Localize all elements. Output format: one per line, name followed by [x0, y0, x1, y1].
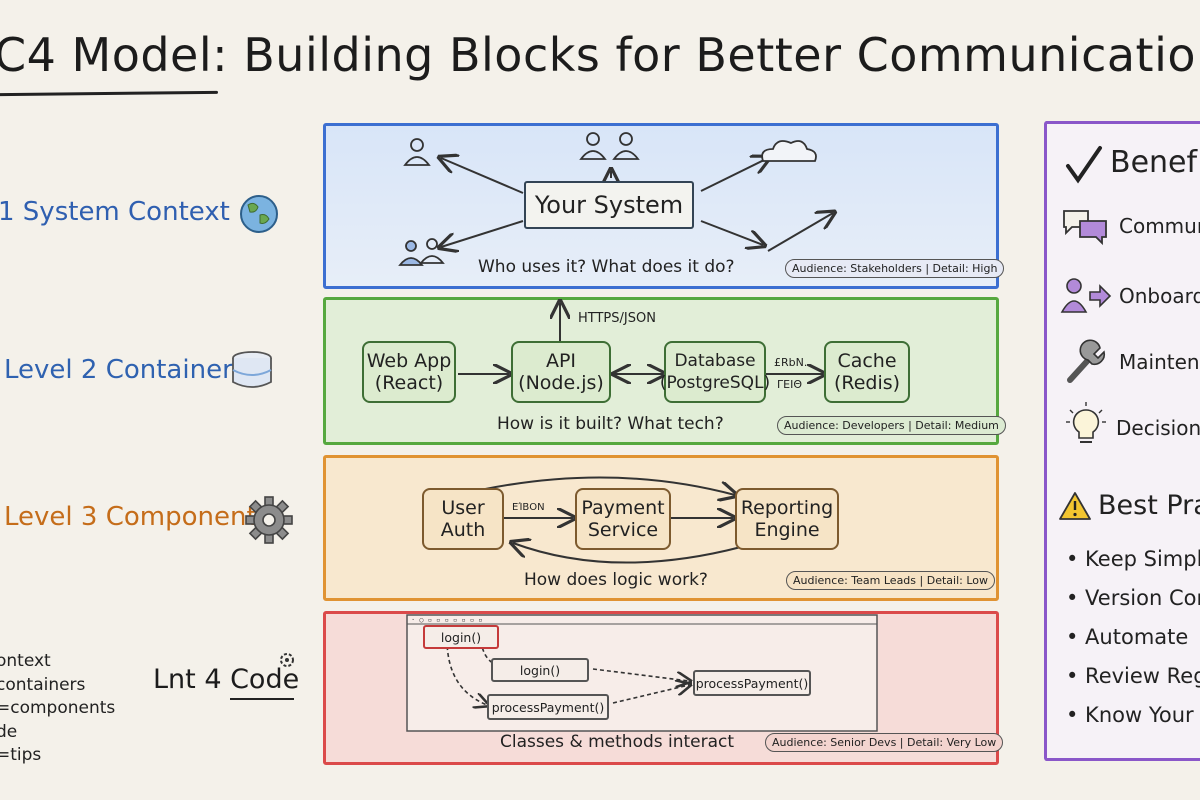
node-line: Engine [754, 519, 820, 541]
panel2-audience-badge: Audience: Developers | Detail: Medium [777, 416, 1006, 435]
node-line: (PostgreSQL) [659, 373, 771, 393]
panel1-question: Who uses it? What does it do? [478, 257, 735, 277]
node-line: (Node.js) [518, 372, 604, 394]
best-practice-item: • Keep Simple [1066, 547, 1200, 571]
small-gear-icon [280, 653, 294, 667]
level-3-label: Level 3 Component [4, 502, 257, 532]
title-underline [0, 90, 219, 97]
node-line: Service [587, 519, 659, 541]
benefit-communication: Commun [1119, 214, 1200, 238]
web-app-node: Web App(React) [362, 341, 456, 403]
panel1-audience-badge: Audience: Stakeholders | Detail: High [785, 259, 1005, 278]
edge-label-top: £RbΝ. [774, 356, 808, 369]
best-practice-item: • Automate [1066, 625, 1189, 649]
cache-node: Cache(Redis) [824, 341, 910, 403]
gear-icon [245, 496, 293, 544]
legend-item: ontext [0, 651, 51, 671]
database-node: Database(PostgreSQL) [660, 341, 770, 403]
legend-item: =tips [0, 745, 42, 765]
legend-item: containers [0, 674, 86, 695]
benefits-heading: Benef [1110, 145, 1198, 180]
context-arrows [398, 132, 999, 266]
level-4-underline [230, 698, 294, 700]
node-line: Web App [366, 350, 452, 372]
node-line: User [441, 497, 485, 519]
legend-item: de [0, 721, 18, 742]
level-1-label: 1 System Context [0, 197, 230, 227]
node-line: Database [674, 351, 756, 371]
level-4-label: Lnt 4 Code [153, 664, 300, 695]
node-line: (Redis) [833, 372, 901, 394]
benefit-onboarding: Onboard [1119, 284, 1200, 308]
database-icon [232, 351, 272, 388]
best-practice-item: • Review Regu [1066, 664, 1200, 688]
page-title: C4 Model: Building Blocks for Better Com… [0, 28, 1200, 82]
login-method-box: login() [423, 625, 499, 649]
legend-item: =components [0, 698, 116, 718]
benefit-decision: Decision [1116, 416, 1200, 440]
code-window-titlebar: · ○ ▫ ▫ ▫ ▫ ▫ ▫ ▫ [411, 616, 483, 624]
node-line: (React) [374, 372, 444, 394]
warning-icon [1059, 492, 1091, 520]
globe-icon [240, 195, 278, 233]
component-edge-label: ΕΊΒΟΝ [512, 502, 545, 513]
user-arrow-icon [1060, 278, 1112, 313]
node-line: Auth [440, 519, 486, 541]
legend: ontext containers =components de =tips [0, 650, 115, 768]
panel4-question: Classes & methods interact [500, 732, 735, 752]
lightbulb-icon [1066, 402, 1106, 443]
process-payment-method-box: processPayment() [487, 694, 609, 720]
wrench-icon [1067, 339, 1106, 383]
api-node: API(Node.js) [511, 341, 611, 403]
node-line: Reporting [740, 497, 834, 519]
level-2-label: Level 2 Container [4, 355, 233, 385]
best-practices-heading: Best Pra [1098, 490, 1200, 521]
benefit-maintenance: Mainten [1119, 350, 1200, 374]
checkmark-icon [1066, 146, 1102, 184]
process-payment-method-box: processPayment() [693, 670, 811, 696]
node-line: Cache [837, 350, 897, 372]
best-practice-item: • Know Your A [1066, 703, 1200, 727]
login-method-box: login() [491, 658, 589, 682]
edge-label-bottom: ΓΕΙΘ [777, 378, 802, 391]
best-practice-item: • Version Con [1066, 586, 1200, 610]
protocol-label: HTTPS/JSON [578, 311, 656, 326]
node-line: API [545, 350, 577, 372]
component-arrows [457, 476, 999, 564]
your-system-node: Your System [524, 181, 694, 229]
panel3-audience-badge: Audience: Team Leads | Detail: Low [786, 571, 995, 590]
chat-bubbles-icon [1063, 210, 1107, 246]
container-arrows [458, 297, 999, 445]
panel2-question: How is it built? What tech? [497, 414, 724, 434]
cloud-icon [761, 140, 817, 162]
panel4-audience-badge: Audience: Senior Devs | Detail: Very Low [765, 733, 1004, 752]
panel3-question: How does logic work? [524, 570, 708, 590]
node-line: Payment [581, 497, 665, 519]
